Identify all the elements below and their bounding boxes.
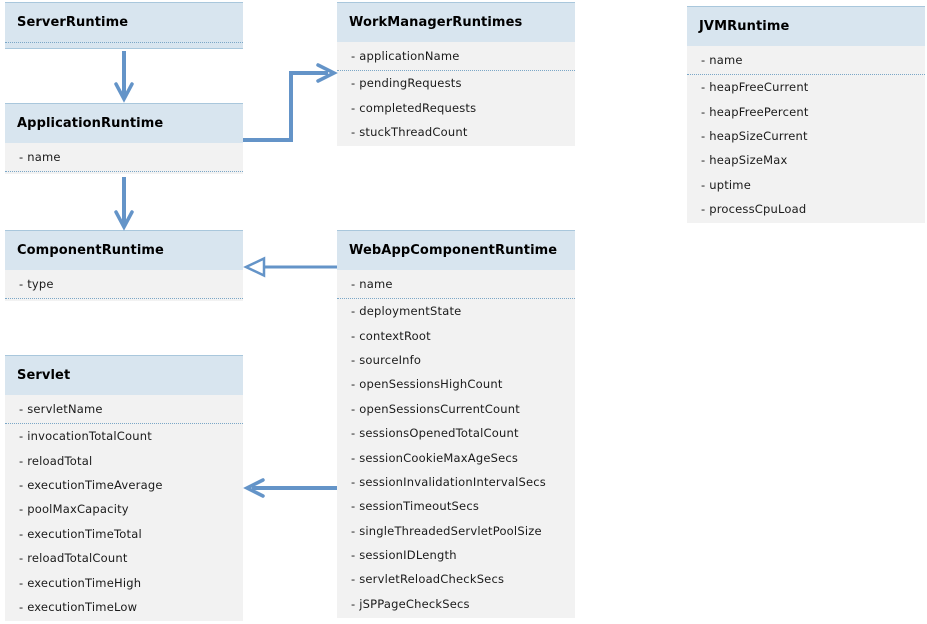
class-title-application-runtime: ApplicationRuntime <box>5 103 243 143</box>
attribute-list: - servletName - invocationTotalCount - rel… <box>5 395 243 622</box>
arrowhead-chevron-left-icon <box>243 478 265 498</box>
connector-application-to-component-arrow <box>114 177 134 231</box>
attribute-row: - sessionInvalidationIntervalSecs <box>351 474 547 489</box>
class-box-server-runtime: ServerRuntime <box>5 2 243 49</box>
attribute-row: - jSPPageCheckSecs <box>351 596 470 611</box>
attribute-row: - sessionCookieMaxAgeSecs <box>351 450 519 465</box>
class-title-work-manager-runtimes: WorkManagerRuntimes <box>337 2 575 42</box>
attribute-row: - executionTimeHigh <box>19 575 142 590</box>
attribute-row: - deploymentState <box>351 304 462 319</box>
attribute-row: - completedRequests <box>351 100 477 115</box>
class-box-application-runtime: ApplicationRuntime - name <box>5 103 243 174</box>
attribute-row: - sessionTimeoutSecs <box>351 499 480 514</box>
attribute-row: - heapFreePercent <box>701 104 809 119</box>
attribute-row: - type <box>5 270 243 299</box>
connector-webapp-to-servlet-arrow <box>243 478 337 498</box>
class-title-jvm-runtime: JVMRuntime <box>687 6 925 46</box>
attribute-list: - name <box>5 143 243 174</box>
attribute-row: - applicationName <box>337 42 575 71</box>
attribute-row: - reloadTotal <box>19 453 93 468</box>
attribute-row: - sessionsOpenedTotalCount <box>351 426 519 441</box>
arrowhead-chevron-down-icon <box>114 82 134 103</box>
attribute-row: - pendingRequests <box>351 76 462 91</box>
arrowhead-chevron-right-icon <box>316 63 338 83</box>
attribute-row: - uptime <box>701 177 751 192</box>
attribute-row: - servletReloadCheckSecs <box>351 572 505 587</box>
attribute-list: - name - heapFreeCurrent - heapFreePercent… <box>687 46 925 224</box>
arrowhead-chevron-down-icon <box>114 210 134 231</box>
attribute-list: - name - deploymentState - contextRoot - so… <box>337 270 575 619</box>
connector-webapp-to-component-generalization <box>243 256 337 278</box>
attribute-row: - name <box>337 270 575 299</box>
attribute-row: - servletName <box>5 395 243 424</box>
connector-server-to-application-arrow <box>114 51 134 103</box>
class-title-servlet: Servlet <box>5 355 243 395</box>
collapsed-section <box>5 42 243 49</box>
attribute-row: - heapFreeCurrent <box>701 80 809 95</box>
connector-application-to-workmanager-arrow <box>243 63 338 142</box>
attribute-list: - applicationName - pendingRequests - comp… <box>337 42 575 147</box>
class-title-web-app-component-runtime: WebAppComponentRuntime <box>337 230 575 270</box>
attribute-row: - contextRoot <box>351 328 431 343</box>
attribute-row: - processCpuLoad <box>701 202 807 217</box>
attribute-row: - heapSizeMax <box>701 153 788 168</box>
attribute-row: - name <box>5 143 243 172</box>
attribute-row: - name <box>687 46 925 75</box>
attribute-row: - stuckThreadCount <box>351 124 468 139</box>
attribute-row: - sourceInfo <box>351 352 422 367</box>
class-title-component-runtime: ComponentRuntime <box>5 230 243 270</box>
attribute-row: - invocationTotalCount <box>19 429 152 444</box>
attribute-list: - type <box>5 270 243 301</box>
attribute-row: - executionTimeAverage <box>19 477 163 492</box>
attribute-row: - heapSizeCurrent <box>701 128 808 143</box>
attribute-row: - poolMaxCapacity <box>19 502 129 517</box>
attribute-row: - sessionIDLength <box>351 548 457 563</box>
arrowhead-hollow-triangle-left-icon <box>243 256 266 278</box>
attribute-row: - executionTimeTotal <box>19 526 142 541</box>
class-box-jvm-runtime: JVMRuntime - name - heapFreeCurrent - heap… <box>687 6 925 224</box>
class-box-web-app-component-runtime: WebAppComponentRuntime - name - deploymen… <box>337 230 575 619</box>
class-box-component-runtime: ComponentRuntime - type <box>5 230 243 301</box>
attribute-row: - openSessionsCurrentCount <box>351 401 520 416</box>
class-title-server-runtime: ServerRuntime <box>5 2 243 42</box>
attribute-row: - openSessionsHighCount <box>351 377 503 392</box>
attribute-row: - executionTimeLow <box>19 599 138 614</box>
attribute-row: - singleThreadedServletPoolSize <box>351 523 542 538</box>
class-box-work-manager-runtimes: WorkManagerRuntimes - applicationName - p… <box>337 2 575 147</box>
attribute-row: - reloadTotalCount <box>19 551 128 566</box>
class-box-servlet: Servlet - servletName - invocationTotalCo… <box>5 355 243 622</box>
